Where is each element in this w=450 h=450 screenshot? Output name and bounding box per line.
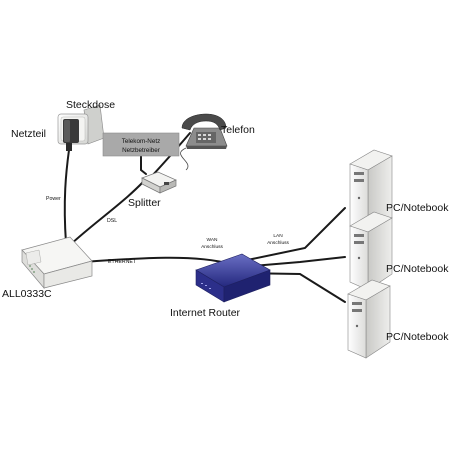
label-pc-3: PC/Notebook (386, 331, 449, 343)
pc-tower-icon (349, 211, 393, 291)
network-box-line2: Netzbetreiber (122, 147, 160, 154)
label-router: Internet Router (170, 307, 241, 319)
label-power: Power (46, 196, 61, 202)
power-cable (63, 149, 70, 244)
label-lan-line2: Anschluss (267, 240, 289, 246)
network-box-line1: Telekom-Netz (122, 138, 161, 145)
label-wan-line2: Anschluss (201, 244, 223, 250)
power-adapter-icon (63, 119, 79, 151)
dsl-cable (69, 180, 145, 246)
label-dsl: DSL (107, 218, 117, 224)
label-pc-1: PC/Notebook (386, 202, 449, 214)
label-device: ALL0333C (2, 288, 52, 300)
label-wan-line1: WAN (206, 237, 218, 243)
label-splitter: Splitter (128, 197, 161, 209)
label-steckdose: Steckdose (66, 99, 115, 111)
pc-tower-icon (347, 279, 391, 359)
splitter-icon (141, 171, 177, 194)
label-ethernet: ETHERNET (108, 259, 137, 265)
network-operator-box: Telekom-Netz Netzbetreiber (102, 132, 180, 157)
modem-icon (21, 236, 93, 289)
lan-cable-pc1 (232, 207, 346, 264)
ethernet-cable (82, 256, 231, 265)
label-lan-line1: LAN (273, 233, 283, 239)
label-telefon: Telefon (221, 124, 255, 136)
label-netzteil: Netzteil (11, 128, 46, 140)
label-pc-2: PC/Notebook (386, 263, 449, 275)
netzbox-to-splitter-cable (140, 149, 147, 175)
router-icon (195, 253, 271, 303)
telephone-icon (180, 113, 228, 171)
